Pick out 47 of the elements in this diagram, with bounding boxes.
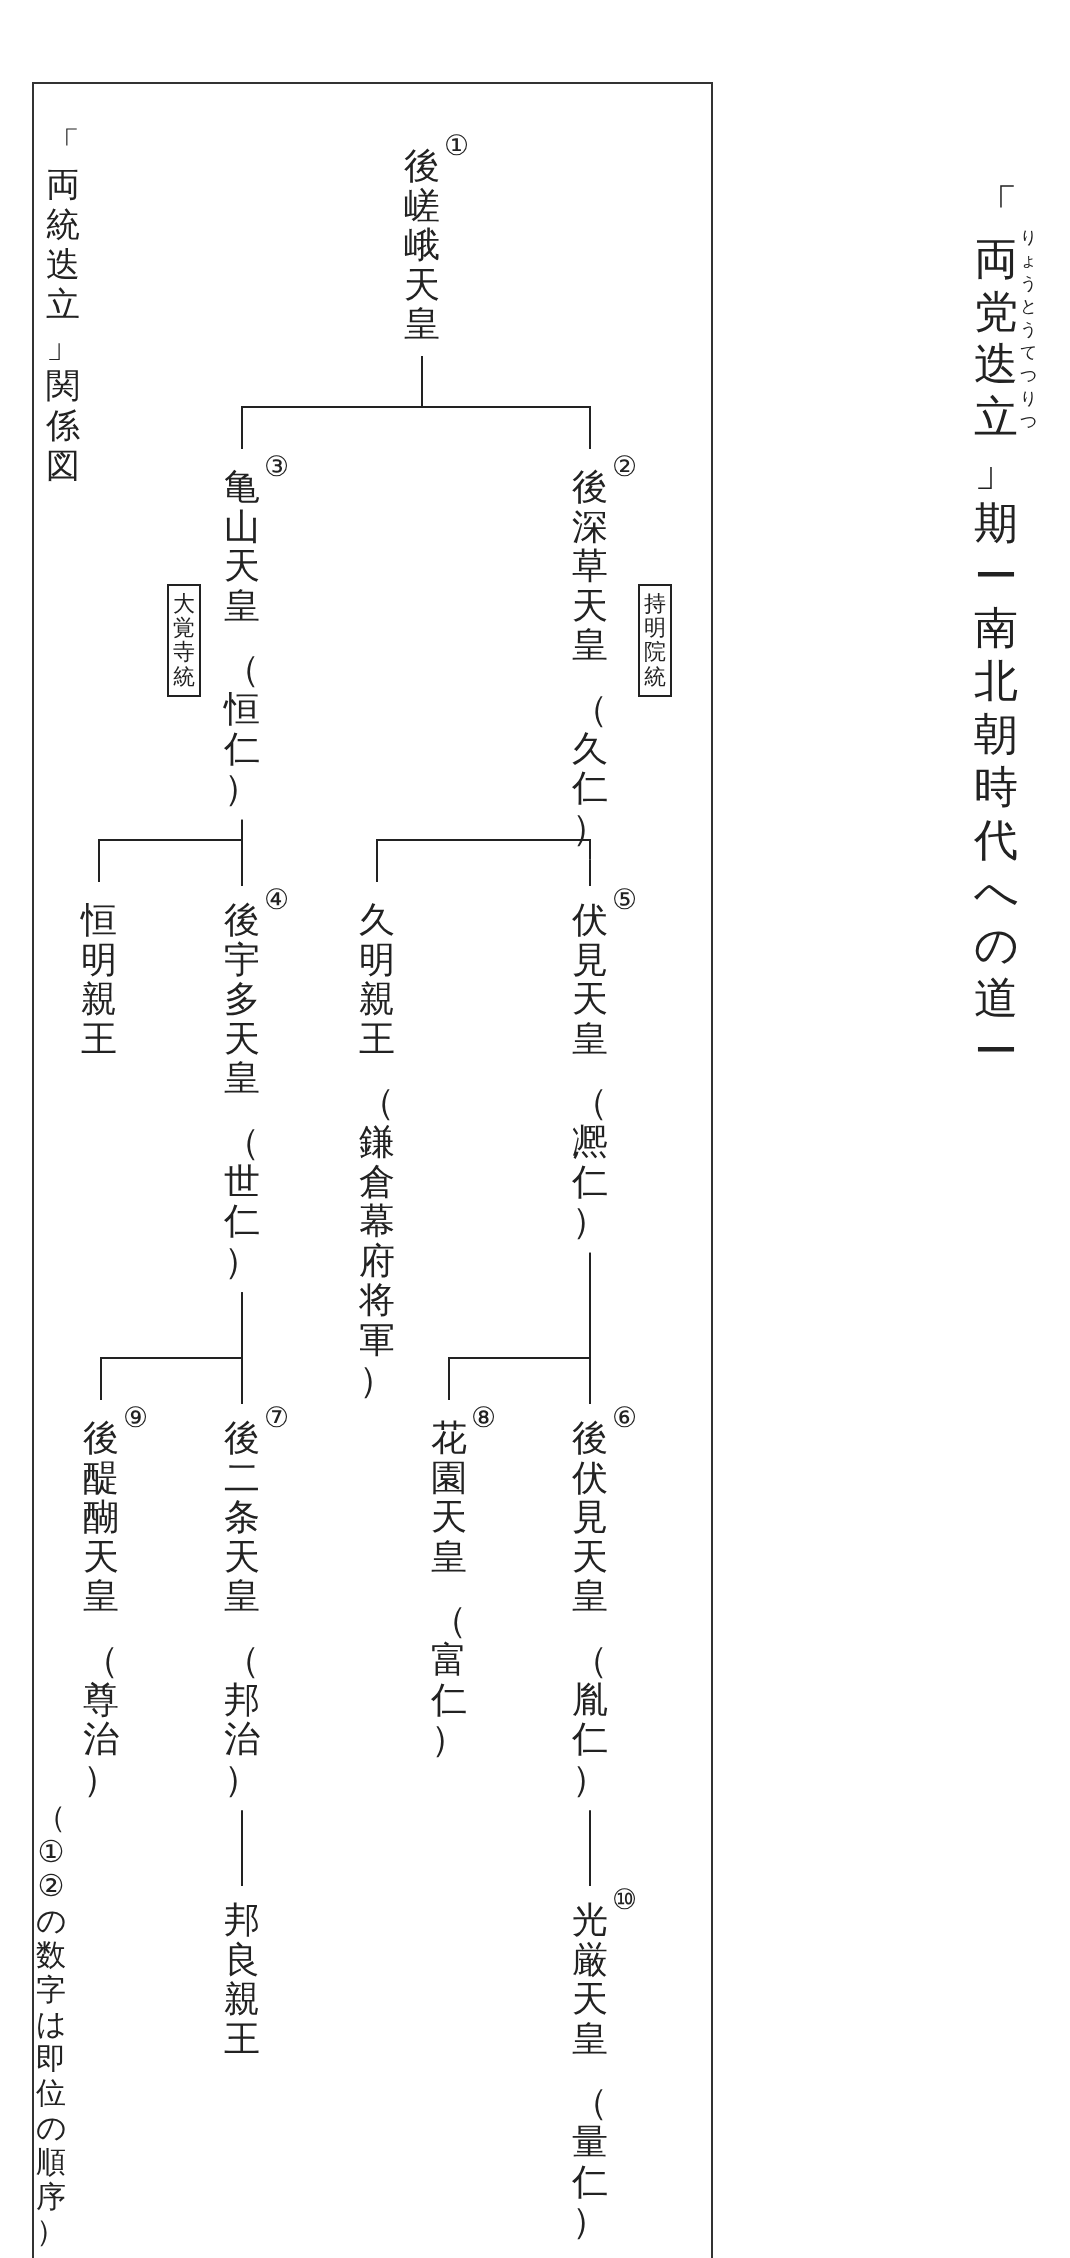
lineage-line xyxy=(241,1809,243,1887)
order-number: ③ xyxy=(264,453,290,481)
personal-name: （尊治） xyxy=(83,1639,119,1799)
personal-name: （量仁） xyxy=(572,2082,608,2241)
order-number: ⑧ xyxy=(471,1404,497,1432)
order-number: ⑥ xyxy=(612,1404,638,1432)
personal-name: （恒仁） xyxy=(224,649,260,808)
emperor-name: 後伏見天皇 xyxy=(572,1418,608,1616)
heading: 「両統迭立」関係図 xyxy=(46,124,80,485)
lineage-box: 持明院統 xyxy=(638,584,672,697)
emperor-name: 後醍醐天皇 xyxy=(83,1418,119,1616)
emperor-name: 光厳天皇 xyxy=(572,1900,608,2059)
frame-box xyxy=(32,82,713,2258)
order-number: ① xyxy=(444,132,470,160)
personal-name: （邦治） xyxy=(224,1639,260,1799)
emperor-name: 亀山天皇 xyxy=(224,467,260,626)
lineage-box: 大覚寺統 xyxy=(167,584,201,697)
emperor-name: 後深草天皇 xyxy=(572,467,608,665)
personal-name: （胤仁） xyxy=(572,1639,608,1799)
emperor-name: 後二条天皇 xyxy=(224,1418,260,1616)
personal-name: （富仁） xyxy=(431,1600,467,1759)
order-number: ⑦ xyxy=(264,1404,290,1432)
lineage-line xyxy=(589,1809,591,1887)
lineage-line xyxy=(376,839,591,883)
lineage-line xyxy=(448,1251,591,1401)
note: （①②の数字は即位の順序） xyxy=(36,1800,66,2249)
emperor-name: 恒明親王 xyxy=(81,900,117,1059)
personal-name: （鎌倉幕府将軍） xyxy=(359,1082,395,1400)
personal-name: （世仁） xyxy=(224,1121,260,1281)
emperor-name: 後宇多天皇 xyxy=(224,900,260,1098)
lineage-line xyxy=(98,818,243,883)
order-number: ⑤ xyxy=(612,886,638,914)
order-number: ④ xyxy=(264,886,290,914)
order-number: ⑩ xyxy=(612,1886,638,1914)
personal-name: （凞仁） xyxy=(572,1082,608,1241)
order-number: ② xyxy=(612,453,638,481)
furigana: りょうとうてつりつ xyxy=(1020,226,1037,433)
emperor-name: 邦良親王 xyxy=(224,1900,260,2059)
order-number: ⑨ xyxy=(123,1404,149,1432)
emperor-name: 花園天皇 xyxy=(431,1418,467,1577)
title: 「両党迭立」期ー南北朝時代への道ー xyxy=(974,180,1018,1078)
lineage-line xyxy=(589,858,591,887)
emperor-name: 久明親王 xyxy=(359,900,395,1059)
emperor-name: 後嵯峨天皇 xyxy=(404,146,440,344)
lineage-line xyxy=(100,1291,243,1401)
lineage-line xyxy=(241,354,423,450)
emperor-name: 伏見天皇 xyxy=(572,900,608,1059)
